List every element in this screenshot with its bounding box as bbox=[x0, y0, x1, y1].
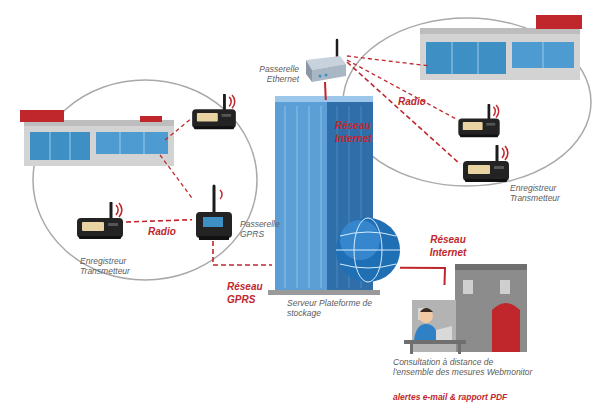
link-label: Réseau Internet bbox=[420, 234, 476, 259]
network-link bbox=[324, 82, 327, 100]
logger-node: Enregistreur Transmetteur bbox=[460, 145, 512, 183]
user-at-desk bbox=[404, 308, 466, 354]
network-link bbox=[400, 268, 445, 285]
building-left bbox=[20, 110, 174, 166]
logger-device bbox=[463, 146, 509, 182]
radio-link bbox=[126, 220, 192, 222]
console-caption: Consultation à distance de l'ensemble de… bbox=[393, 357, 533, 377]
logger-device bbox=[192, 95, 236, 129]
building-right bbox=[420, 15, 582, 80]
radio-link bbox=[213, 241, 272, 265]
gateway-label: Passerelle GPRS bbox=[240, 219, 290, 239]
office-building bbox=[412, 264, 527, 352]
link-label: Réseau Internet bbox=[335, 120, 381, 145]
link-label: Radio bbox=[148, 226, 188, 239]
remote-console-node: Consultation à distance de l'ensemble de… bbox=[410, 285, 525, 355]
logger-device bbox=[77, 203, 123, 239]
link-label: Réseau GPRS bbox=[227, 281, 273, 306]
network-cloud bbox=[343, 18, 591, 186]
logger-device bbox=[458, 105, 499, 137]
logger-label: Enregistreur Transmetteur bbox=[510, 183, 572, 203]
logger-label: Enregistreur Transmetteur bbox=[80, 256, 142, 276]
network-cloud bbox=[33, 80, 257, 280]
ethernet-gateway-node: Passerelle Ethernet bbox=[303, 42, 347, 82]
alert-caption: alertes e-mail & rapport PDF bbox=[393, 392, 543, 402]
internet-globe bbox=[336, 218, 400, 282]
logger-node: Enregistreur Transmetteur bbox=[74, 204, 126, 240]
gprs-gateway bbox=[196, 186, 232, 240]
gateway-label: Passerelle Ethernet bbox=[251, 64, 299, 84]
link-label: Radio bbox=[398, 96, 438, 109]
server-label: Serveur Plateforme de stockage bbox=[287, 298, 392, 318]
radio-link bbox=[347, 62, 460, 164]
ethernet-gateway bbox=[306, 40, 346, 82]
gprs-gateway-node: Passerelle GPRS bbox=[192, 185, 234, 241]
